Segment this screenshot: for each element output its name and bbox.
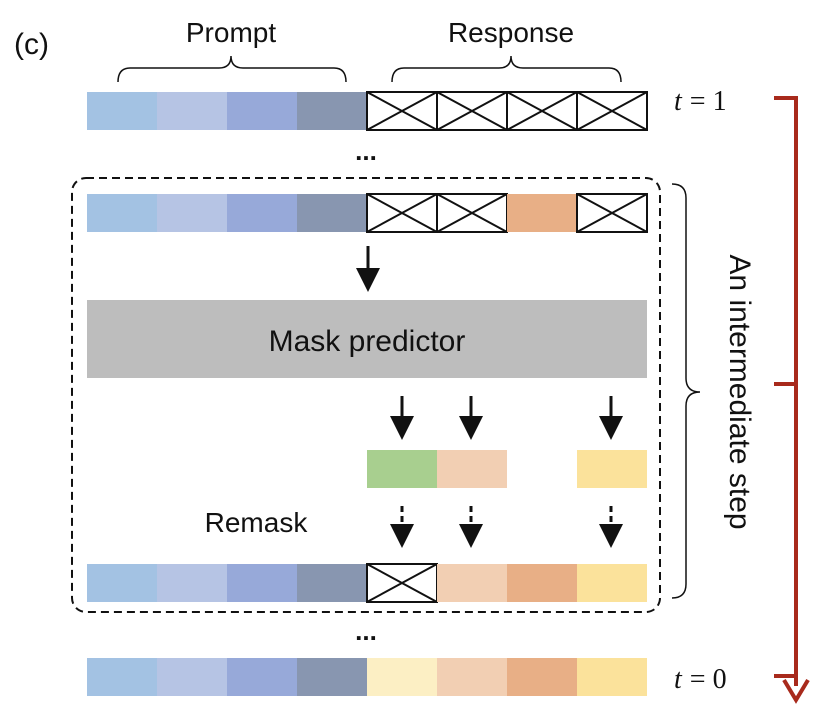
remask-label: Remask: [205, 507, 309, 538]
sequence-row-intermediate-input: [87, 193, 648, 233]
intermediate-brace: [671, 183, 701, 599]
prompt-token: [297, 564, 367, 602]
mask-token: [366, 563, 438, 603]
predicted-token: [507, 194, 577, 232]
mask-token: [576, 91, 648, 131]
prompt-token: [87, 564, 157, 602]
mask-predictor-label: Mask predictor: [269, 325, 466, 358]
mask-token: [506, 91, 578, 131]
response-token: [507, 658, 577, 696]
mask-token: [436, 91, 508, 131]
sequence-row-t0: [87, 658, 647, 696]
panel-label: (c): [14, 28, 49, 61]
response-token: [507, 564, 577, 602]
sequence-row-t1: [87, 91, 648, 131]
mask-token: [576, 193, 648, 233]
response-token: [577, 564, 647, 602]
prompt-token: [87, 92, 157, 130]
t-equals-1-label: t= 1: [674, 86, 727, 117]
mask-predictor-block: [87, 300, 647, 378]
mask-token: [366, 91, 438, 131]
prompt-brace: [117, 55, 347, 83]
predicted-token-peach: [437, 450, 507, 488]
mask-token: [436, 193, 508, 233]
prompt-token: [297, 92, 367, 130]
prompt-token: [157, 194, 227, 232]
response-token: [437, 658, 507, 696]
prompt-token: [227, 194, 297, 232]
predicted-token-yellow: [577, 450, 647, 488]
t-equals-0-label: t= 0: [674, 664, 727, 695]
time-axis: [774, 96, 810, 704]
intermediate-step-box: [71, 177, 661, 613]
sequence-row-intermediate-output: [87, 563, 647, 603]
ellipsis-top: ...: [355, 136, 377, 166]
response-token: [577, 658, 647, 696]
prompt-token: [157, 564, 227, 602]
prompt-token: [297, 658, 367, 696]
prompt-token: [157, 658, 227, 696]
ellipsis-bottom: ...: [355, 616, 377, 646]
prompt-token: [157, 92, 227, 130]
prompt-token: [227, 564, 297, 602]
prompt-token: [227, 92, 297, 130]
predicted-token-green: [367, 450, 437, 488]
mask-token: [366, 193, 438, 233]
response-token: [367, 658, 437, 696]
prompt-token: [87, 194, 157, 232]
prompt-label: Prompt: [186, 17, 276, 48]
time-axis-arrowhead: [782, 678, 810, 704]
prompt-token: [87, 658, 157, 696]
intermediate-step-label: An intermediate step: [723, 254, 756, 529]
response-label: Response: [448, 17, 574, 48]
prompt-token: [227, 658, 297, 696]
response-brace: [391, 55, 622, 83]
prompt-token: [297, 194, 367, 232]
response-token: [437, 564, 507, 602]
